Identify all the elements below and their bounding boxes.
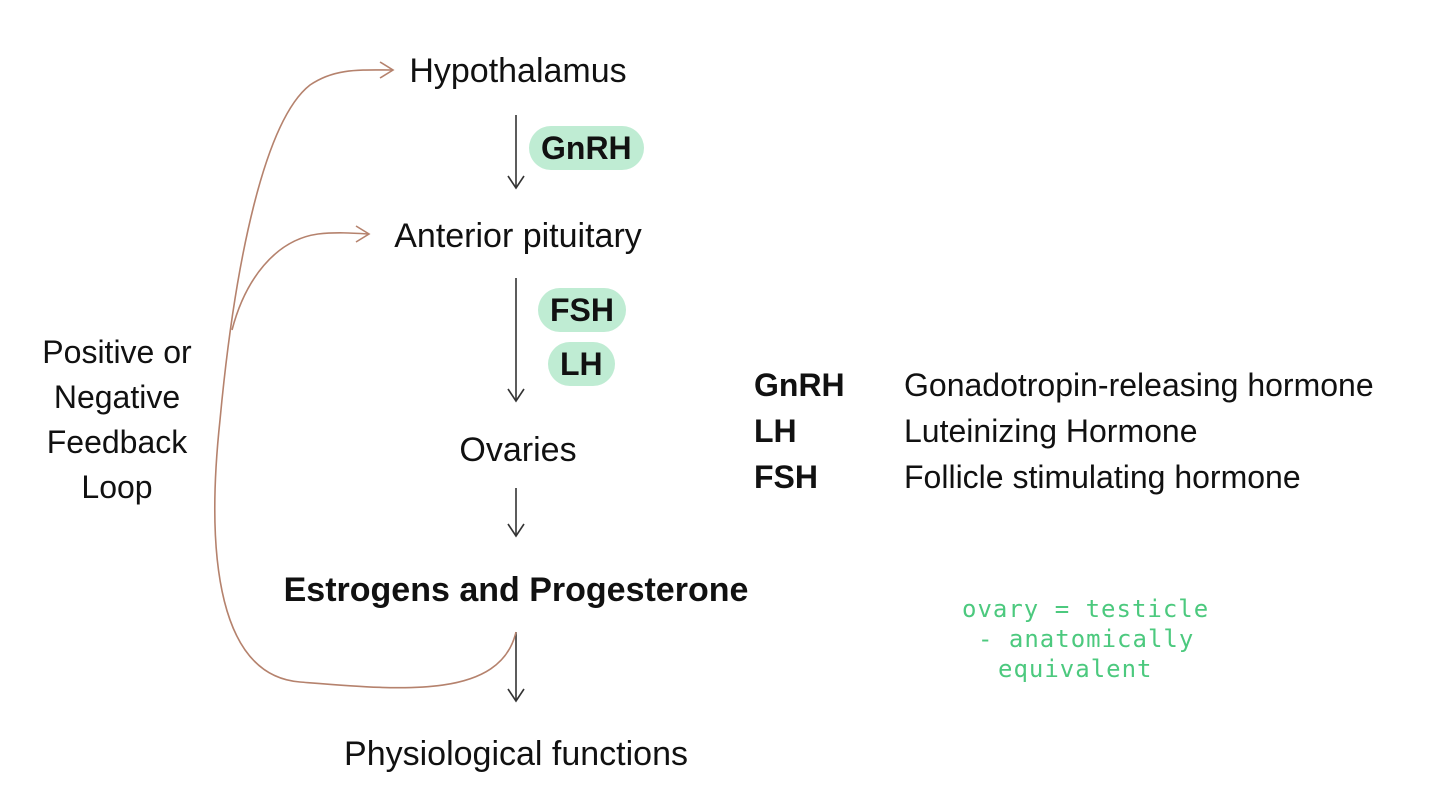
legend-abbr: FSH xyxy=(754,458,818,495)
arrowhead-hormones-to-functions xyxy=(507,688,525,703)
legend-definition: Follicle stimulating hormone xyxy=(904,458,1301,495)
hormone-pill-lh: LH xyxy=(548,342,615,386)
hormone-pill-gnrh: GnRH xyxy=(529,126,644,170)
node-hypothalamus: Hypothalamus xyxy=(409,52,627,90)
feedback-arrow-to-hypothalamus xyxy=(214,69,517,689)
legend-row: FSH Follicle stimulating hormone xyxy=(754,454,1374,500)
node-ovaries: Ovaries xyxy=(459,431,577,469)
node-physiological-functions: Physiological functions xyxy=(344,735,688,773)
legend-definition: Luteinizing Hormone xyxy=(904,412,1198,449)
feedback-loop-label: Positive or Negative Feedback Loop xyxy=(42,334,192,505)
arrowhead-ovaries-to-hormones xyxy=(507,523,525,538)
legend-abbr: LH xyxy=(754,412,797,449)
feedback-arrow-to-pituitary xyxy=(231,232,369,331)
note-line: ovary = testicle xyxy=(962,595,1210,623)
note-line: equivalent xyxy=(998,655,1153,683)
hormone-pill-fsh: FSH xyxy=(538,288,626,332)
feedback-arrowhead-pituitary xyxy=(355,225,371,243)
legend-definition: Gonadotropin-releasing hormone xyxy=(904,366,1374,403)
arrowhead-pituitary-to-ovaries xyxy=(507,388,525,403)
node-anterior-pituitary: Anterior pituitary xyxy=(394,217,642,255)
node-estrogens-progesterone: Estrogens and Progesterone xyxy=(283,571,749,609)
arrowhead-hypothalamus-to-pituitary xyxy=(507,175,525,190)
handwritten-note: ovary = testicle - anatomically equivale… xyxy=(962,594,1209,684)
note-line: - anatomically xyxy=(978,625,1195,653)
legend-abbr: GnRH xyxy=(754,366,845,403)
legend-row: GnRH Gonadotropin-releasing hormone xyxy=(754,362,1374,408)
abbreviation-legend: GnRH Gonadotropin-releasing hormone LH L… xyxy=(754,362,1374,500)
legend-row: LH Luteinizing Hormone xyxy=(754,408,1374,454)
feedback-arrowhead-hypothalamus xyxy=(379,61,395,79)
